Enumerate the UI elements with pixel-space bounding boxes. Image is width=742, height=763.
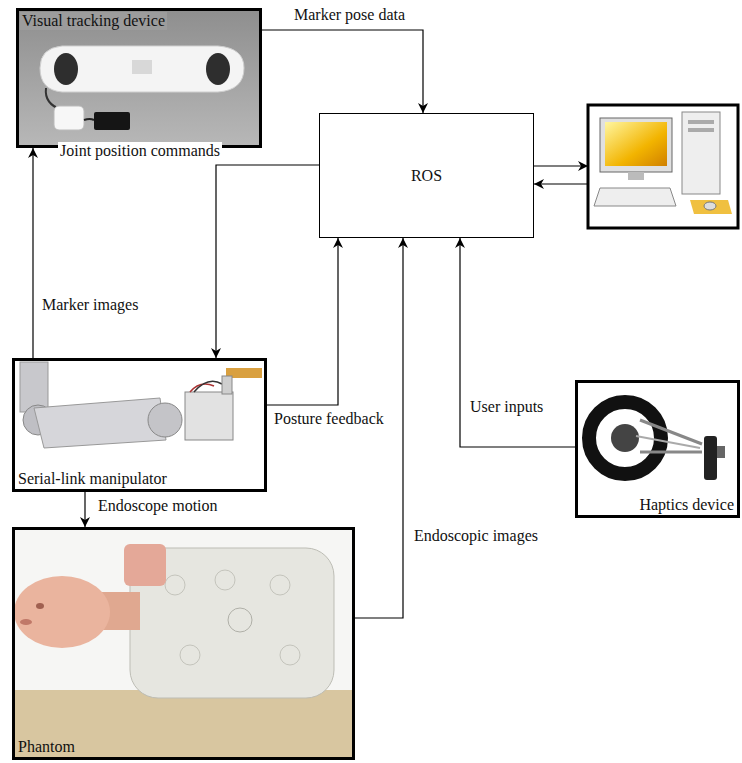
node-label: Serial-link manipulator [16,470,169,488]
edge-label: Endoscopic images [412,527,540,545]
connector-arrow [355,238,403,618]
tracker-photo [16,8,262,148]
edge-label: Endoscope motion [96,497,220,515]
connector-arrow [32,148,33,358]
node-label: Phantom [16,738,77,756]
edge-label: Joint position commands [58,142,222,160]
connector-arrow [216,165,319,358]
device-box: Visual tracking device [16,8,262,148]
device-box: Haptics device [575,380,740,518]
connector-arrow [460,238,575,447]
device-box: Phantom [12,527,355,760]
arrow-line [534,165,588,166]
device-box: Serial-link manipulator [12,358,267,492]
connector-arrow [267,238,338,405]
node-label: Visual tracking device [20,12,167,30]
edge-label: Marker images [40,296,140,314]
manipulator-photo [12,358,267,492]
node-label: ROS [409,167,444,185]
computer-illustration [588,105,738,228]
node-label: Haptics device [637,496,736,514]
middleware-box: ROS [319,113,534,238]
haptics-photo [575,380,740,518]
phantom-photo [12,527,355,760]
connector-arrow [262,30,423,113]
arrow-line [534,183,588,184]
edge-label: Posture feedback [272,410,386,428]
edge-label: Marker pose data [292,6,407,24]
connector-arrow [84,492,85,527]
edge-label: User inputs [468,398,545,416]
